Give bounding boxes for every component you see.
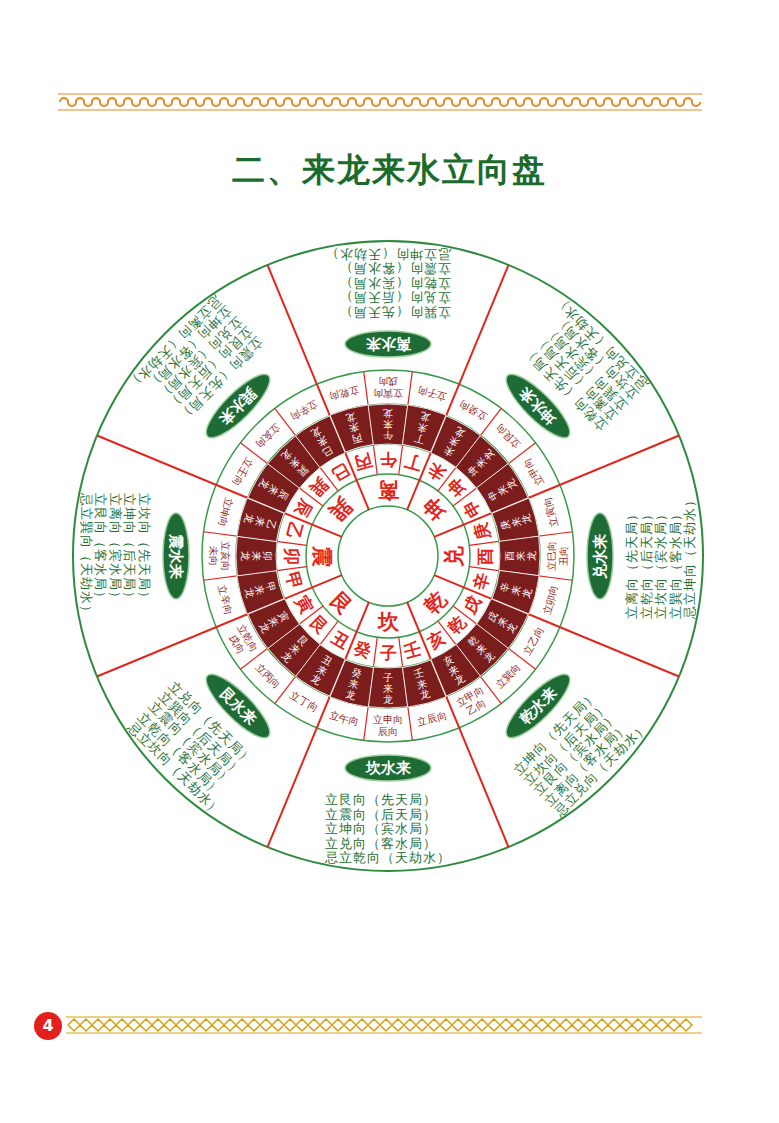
border-scroll (60, 98, 700, 106)
ring-circle (202, 370, 574, 742)
facing-label: 立亥向 未向 (208, 539, 231, 573)
sector-line: 立艮向（先天局） (325, 793, 451, 808)
trigram-name: 坎 (378, 608, 399, 636)
dragon-cell: 卯来龙 (236, 536, 276, 576)
water-oval: 震水来 (162, 512, 190, 600)
sector-line: 忌立乾向（天劫水） (325, 851, 451, 866)
page-number-text: 4 (34, 1012, 62, 1040)
border-line (66, 1017, 702, 1018)
border-knot (68, 1019, 692, 1031)
sector-text: 立坎向（先天局）立坤向（后天局）立离向（宾水局）立艮向（客水局）忌立巽向（天劫水… (79, 493, 152, 619)
dragon-cell: 酉来龙 (500, 536, 540, 576)
ring-circle (236, 404, 540, 708)
oval-fill (345, 331, 431, 357)
facing-label: 立寅向 戌向 (371, 376, 405, 399)
oval-fill (345, 755, 431, 781)
trigram-name: 震 (308, 546, 336, 567)
ring-circle (338, 506, 438, 606)
mountain-name: 子 (380, 642, 397, 665)
oval-fill (587, 513, 613, 599)
cell-fill (236, 536, 277, 576)
cell-text: 卯来龙 (240, 551, 273, 561)
cell-text: 午来龙 (383, 408, 393, 441)
sector-text: 立艮向（先天局）立震向（后天局）立坤向（宾水局）立兑向（客水局）忌立乾向（天劫水… (325, 793, 451, 866)
trigram-name: 兑 (440, 546, 468, 567)
sector-line: 立坤向（后天局） (122, 493, 137, 619)
mountain-name: 酉 (474, 548, 497, 565)
sector-line: 忌立坤向（天劫水） (683, 493, 698, 619)
water-oval: 坎水来 (344, 754, 432, 782)
oval-text: 坎水来 (344, 754, 432, 782)
cell-text: 酉来龙 (504, 551, 537, 561)
border-line (66, 1033, 702, 1034)
border-line (58, 110, 702, 111)
sector-line: 忌立坤向（天劫水） (325, 247, 451, 262)
sector-line: 立乾向（后天局） (639, 493, 654, 619)
sector-line: 立艮向（客水局） (93, 493, 108, 619)
page-number: 4 (34, 1012, 62, 1040)
sector-line: 忌立巽向（天劫水） (79, 493, 94, 619)
oval-text: 兑水来 (586, 512, 614, 600)
cell-fill (398, 658, 447, 708)
dragon-cell: 午来龙 (368, 404, 408, 444)
ring-circle (306, 474, 470, 638)
sector-line: 立坎向（先天局） (137, 493, 152, 619)
sector-line: 立震向（后天局） (325, 807, 451, 822)
facing-label: 立申向 辰向 (371, 714, 405, 737)
page-title: 二、来龙来水立向盘 (0, 148, 779, 193)
sector-line: 立巽向（客水局） (668, 493, 683, 619)
water-oval: 离水来 (344, 330, 432, 358)
water-oval: 兑水来 (586, 512, 614, 600)
page-circle-fill (34, 1012, 62, 1040)
sector-line: 立离向（先天局） (625, 493, 640, 619)
outer-circle (73, 241, 703, 871)
dragon-cell: 子来龙 (368, 668, 408, 708)
oval-fill (163, 513, 189, 599)
oval-text: 震水来 (162, 512, 190, 600)
mountain-name: 卯 (280, 548, 303, 565)
facing-label: 立巳向 丑向 (546, 539, 569, 573)
sector-text: 立巽向（先天局）立兑向（后天局）立乾向（宾水局）立震向（客水局）忌立坤向（天劫水… (325, 247, 451, 320)
cell-fill (499, 536, 540, 576)
sector-line: 立坤向（宾水局） (325, 822, 451, 837)
sector-line: 立兑向（客水局） (325, 836, 451, 851)
mountain-name: 午 (380, 448, 397, 471)
sector-line: 立坎向（宾水局） (654, 493, 669, 619)
sector-line: 立离向（宾水局） (108, 493, 123, 619)
oval-text: 离水来 (344, 330, 432, 358)
cell-text: 子来龙 (383, 672, 393, 705)
ring-circle (276, 444, 500, 668)
sector-line: 立震向（客水局） (325, 261, 451, 276)
border-line (58, 94, 702, 95)
trigram-name: 离 (378, 476, 399, 504)
cell-fill (368, 667, 408, 708)
sector-text: 立离向（先天局）立乾向（后天局）立坎向（宾水局）立巽向（客水局）忌立坤向（天劫水… (625, 493, 698, 619)
sector-line: 立乾向（宾水局） (325, 276, 451, 291)
sector-line: 立巽向（先天局） (325, 305, 451, 320)
sector-line: 立兑向（后天局） (325, 290, 451, 305)
cell-fill (368, 404, 408, 445)
